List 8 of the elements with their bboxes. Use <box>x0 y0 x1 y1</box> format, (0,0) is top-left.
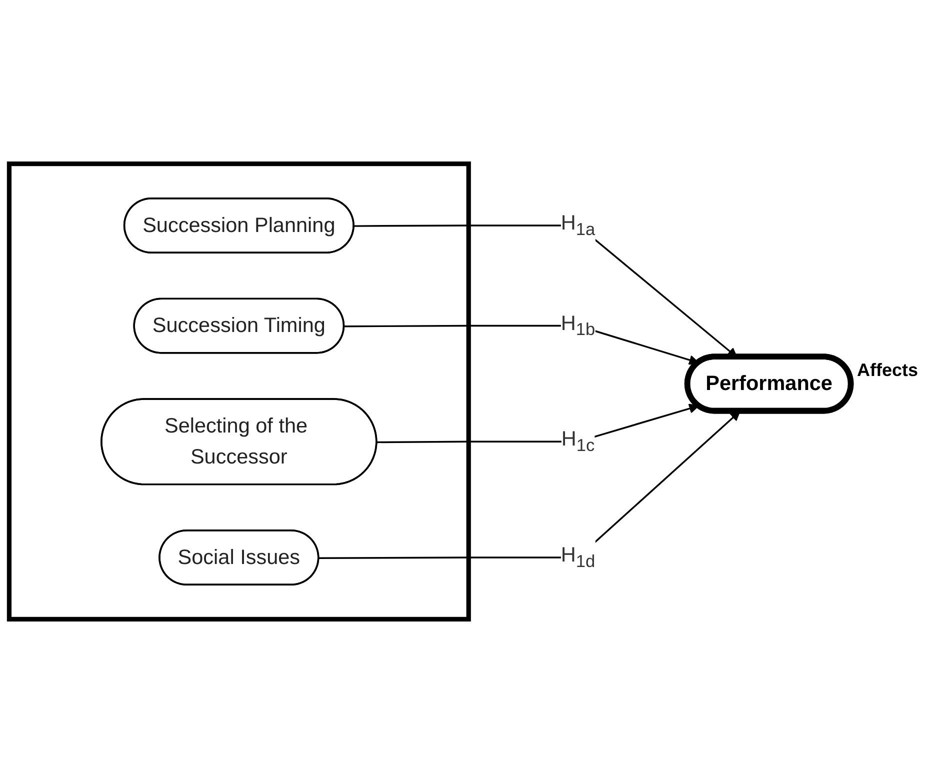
arrow <box>376 404 699 444</box>
edge-label: H$_{1a}$ <box>560 211 596 240</box>
edge-label: H$_{1d}$ <box>560 543 596 572</box>
annotation-text: Affects <box>857 360 918 381</box>
arrow <box>344 324 699 365</box>
edge-label: H$_{1c}$ <box>561 427 595 456</box>
cluster <box>6 162 471 622</box>
edge-label: H$_{1b}$ <box>560 311 596 340</box>
